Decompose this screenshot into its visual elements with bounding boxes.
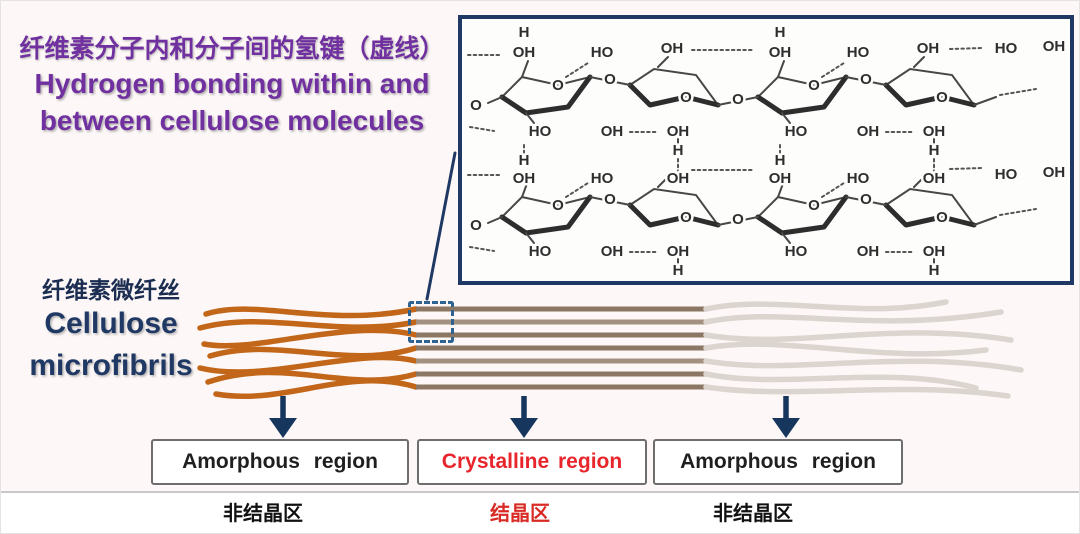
svg-text:OH: OH bbox=[1043, 38, 1066, 55]
svg-text:HO: HO bbox=[785, 243, 808, 260]
fibril-label-english-line2: microfibrils bbox=[29, 349, 193, 382]
amorphous-strands-right bbox=[703, 299, 1024, 399]
svg-text:O: O bbox=[936, 89, 948, 106]
svg-text:HO: HO bbox=[529, 243, 552, 260]
interchain-hydrogen-bonds bbox=[523, 144, 935, 172]
svg-text:O: O bbox=[936, 209, 948, 226]
svg-text:OH: OH bbox=[667, 170, 690, 187]
svg-text:O: O bbox=[470, 217, 482, 234]
svg-text:OH: OH bbox=[923, 243, 946, 260]
down-arrow-amorphous-left bbox=[269, 396, 297, 438]
svg-text:OH: OH bbox=[601, 123, 624, 140]
svg-text:OH: OH bbox=[513, 44, 536, 61]
svg-text:O: O bbox=[470, 97, 482, 114]
crystalline-strands-middle bbox=[416, 306, 706, 390]
title-chinese: 纤维素分子内和分子间的氢键（虚线） bbox=[19, 35, 445, 63]
svg-text:O: O bbox=[680, 209, 692, 226]
svg-text:O: O bbox=[732, 211, 744, 228]
svg-text:HO: HO bbox=[529, 123, 552, 140]
callout-leader-line bbox=[425, 151, 457, 301]
svg-text:OH: OH bbox=[601, 243, 624, 260]
title-english: Hydrogen bonding within and between cell… bbox=[7, 65, 457, 139]
svg-text:HO: HO bbox=[847, 44, 870, 61]
svg-text:OH: OH bbox=[667, 123, 690, 140]
svg-text:H: H bbox=[929, 262, 940, 279]
svg-text:OH: OH bbox=[1043, 164, 1066, 181]
svg-text:OH: OH bbox=[661, 40, 684, 57]
title-english-line1: Hydrogen bonding within and bbox=[34, 68, 430, 99]
svg-text:H: H bbox=[775, 24, 786, 41]
svg-text:O: O bbox=[552, 197, 564, 214]
svg-text:OH: OH bbox=[667, 243, 690, 260]
region-label-zh-crystalline: 结晶区 bbox=[490, 503, 550, 525]
svg-text:O: O bbox=[680, 89, 692, 106]
region-label-zh-amorphous-right: 非结晶区 bbox=[713, 503, 793, 525]
svg-text:HO: HO bbox=[591, 44, 614, 61]
svg-text:HO: HO bbox=[995, 40, 1018, 57]
svg-text:OH: OH bbox=[923, 123, 946, 140]
microfibril-strands bbox=[197, 299, 1024, 400]
region-box-amorphous-right: Amorphous region bbox=[653, 439, 903, 485]
svg-text:O: O bbox=[808, 77, 820, 94]
svg-text:O: O bbox=[604, 71, 616, 88]
svg-text:OH: OH bbox=[857, 243, 880, 260]
svg-text:H: H bbox=[775, 152, 786, 169]
svg-text:H: H bbox=[673, 262, 684, 279]
amorphous-strands-left bbox=[197, 306, 419, 400]
down-arrow-crystalline bbox=[510, 396, 538, 438]
svg-text:O: O bbox=[860, 191, 872, 208]
svg-text:O: O bbox=[732, 91, 744, 108]
title-english-line2: between cellulose molecules bbox=[39, 105, 425, 136]
zoom-selection-dashed-box bbox=[408, 301, 454, 343]
svg-text:OH: OH bbox=[923, 170, 946, 187]
svg-text:OH: OH bbox=[513, 170, 536, 187]
fibril-label-english-line1: Cellulose bbox=[44, 307, 178, 340]
svg-text:H: H bbox=[673, 142, 684, 159]
svg-text:O: O bbox=[808, 197, 820, 214]
svg-text:O: O bbox=[860, 71, 872, 88]
svg-text:H: H bbox=[519, 152, 530, 169]
svg-text:H: H bbox=[519, 24, 530, 41]
svg-text:HO: HO bbox=[785, 123, 808, 140]
bottom-strip bbox=[1, 493, 1079, 533]
divider-line bbox=[1, 491, 1079, 493]
svg-text:OH: OH bbox=[769, 170, 792, 187]
svg-text:HO: HO bbox=[591, 170, 614, 187]
region-label-zh-amorphous-left: 非结晶区 bbox=[223, 503, 303, 525]
svg-text:HO: HO bbox=[995, 166, 1018, 183]
svg-text:HO: HO bbox=[847, 170, 870, 187]
svg-text:OH: OH bbox=[857, 123, 880, 140]
down-arrow-amorphous-right bbox=[772, 396, 800, 438]
svg-text:OH: OH bbox=[917, 40, 940, 57]
svg-text:O: O bbox=[604, 191, 616, 208]
svg-text:H: H bbox=[929, 142, 940, 159]
fibril-label-chinese: 纤维素微纤丝 bbox=[42, 277, 180, 303]
region-box-crystalline: Crystalline region bbox=[417, 439, 647, 485]
svg-text:O: O bbox=[552, 77, 564, 94]
region-box-amorphous-left: Amorphous region bbox=[151, 439, 409, 485]
svg-text:OH: OH bbox=[769, 44, 792, 61]
